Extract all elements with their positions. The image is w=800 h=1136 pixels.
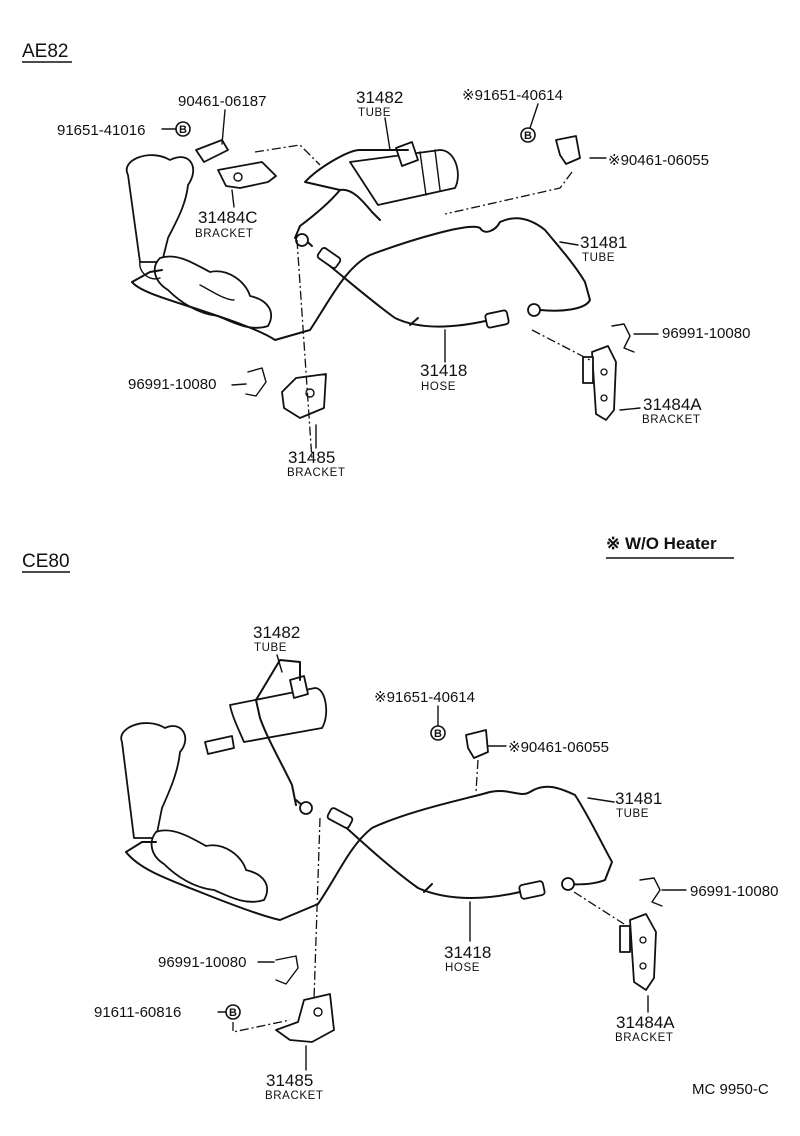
- tube-31482-line: [294, 149, 409, 239]
- svg-text:B: B: [229, 1007, 237, 1019]
- label-96991-10080-left: 96991-10080: [128, 376, 216, 393]
- note-wo-heater: ※ W/O Heater: [606, 534, 717, 553]
- label-31484a-ce80: 31484A: [616, 1013, 675, 1032]
- label-91651-40614: ※91651-40614: [462, 87, 563, 104]
- label-96991-10080-right-ce80: 96991-10080: [690, 883, 778, 900]
- label-31418: 31418: [420, 361, 467, 380]
- bracket-31485-shape: [281, 373, 327, 419]
- label-90461-06055-ce80: ※90461-06055: [508, 739, 609, 756]
- master-cylinder-ce80: [204, 675, 328, 755]
- bracket-31484a-shape: [591, 345, 617, 421]
- bolt-symbol-ce80-bottom: B: [225, 1004, 241, 1020]
- hose-31418-line: [324, 261, 491, 328]
- label-96991-10080-right: 96991-10080: [662, 325, 750, 342]
- label-31485-name-ce80: BRACKET: [265, 1090, 324, 1102]
- section-title-ae82: AE82: [22, 41, 68, 62]
- clamp-90461-06055-shape: [555, 135, 581, 165]
- label-91611-60816: 91611-60816: [94, 1004, 181, 1021]
- bolt-symbol-ae82-right: B: [520, 127, 536, 143]
- label-90461-06187: 90461-06187: [178, 93, 266, 110]
- bolt-symbol-ae82-left: B: [175, 121, 191, 137]
- label-91651-40614-ce80: ※91651-40614: [374, 689, 475, 706]
- svg-text:B: B: [179, 124, 187, 136]
- label-31482-name: TUBE: [358, 107, 391, 119]
- clip-96991-left-shape-ce80: [275, 955, 299, 985]
- tube-31482-line-ce80: [255, 659, 301, 806]
- label-31481: 31481: [580, 233, 627, 252]
- label-31484a-name-ce80: BRACKET: [615, 1032, 674, 1044]
- clip-90461-06187-shape: [195, 139, 229, 163]
- master-cylinder: [349, 141, 459, 206]
- label-31485-ce80: 31485: [266, 1071, 313, 1090]
- bracket-31485-shape-ce80: [275, 993, 335, 1043]
- section-title-ce80: CE80: [22, 551, 70, 572]
- hose-31418-line-ce80: [339, 821, 529, 899]
- label-31484a-name: BRACKET: [642, 414, 701, 426]
- transmission-housing-ce80: [120, 722, 268, 903]
- label-31484a: 31484A: [643, 395, 702, 414]
- label-91651-41016: 91651-41016: [57, 122, 145, 139]
- tube-31481-line: [131, 217, 591, 341]
- label-31418-name-ce80: HOSE: [445, 962, 480, 974]
- label-31485-name: BRACKET: [287, 467, 346, 479]
- transmission-housing: [125, 154, 272, 329]
- label-31482-name-ce80: TUBE: [254, 642, 287, 654]
- tube-31481-line-ce80: [125, 785, 613, 921]
- label-31484c: 31484C: [198, 208, 258, 227]
- label-31485: 31485: [288, 448, 335, 467]
- label-31481-name-ce80: TUBE: [616, 808, 649, 820]
- svg-text:B: B: [434, 728, 442, 740]
- bracket-31484a-shape-ce80: [629, 913, 657, 991]
- label-31418-ce80: 31418: [444, 943, 491, 962]
- label-31482: 31482: [356, 88, 403, 107]
- section-ce80: CE80: [22, 551, 778, 1102]
- clamp-90461-06055-shape-ce80: [465, 729, 489, 759]
- bolt-symbol-ce80-top: B: [430, 725, 446, 741]
- label-31482-ce80: 31482: [253, 623, 300, 642]
- clip-96991-right-shape: [611, 323, 635, 353]
- svg-text:B: B: [524, 130, 532, 142]
- label-31481-name: TUBE: [582, 252, 615, 264]
- label-31481-ce80: 31481: [615, 789, 662, 808]
- label-96991-10080-left-ce80: 96991-10080: [158, 954, 246, 971]
- heater-note: ※ W/O Heater: [606, 534, 734, 559]
- clip-96991-left-shape: [245, 367, 267, 397]
- label-31418-name: HOSE: [421, 381, 456, 393]
- label-31484c-name: BRACKET: [195, 228, 254, 240]
- bracket-31484c-shape: [217, 161, 277, 189]
- label-90461-06055: ※90461-06055: [608, 152, 709, 169]
- reference-code: MC 9950-C: [692, 1081, 769, 1098]
- clip-96991-right-shape-ce80: [639, 877, 663, 907]
- section-ae82: AE82: [22, 41, 750, 479]
